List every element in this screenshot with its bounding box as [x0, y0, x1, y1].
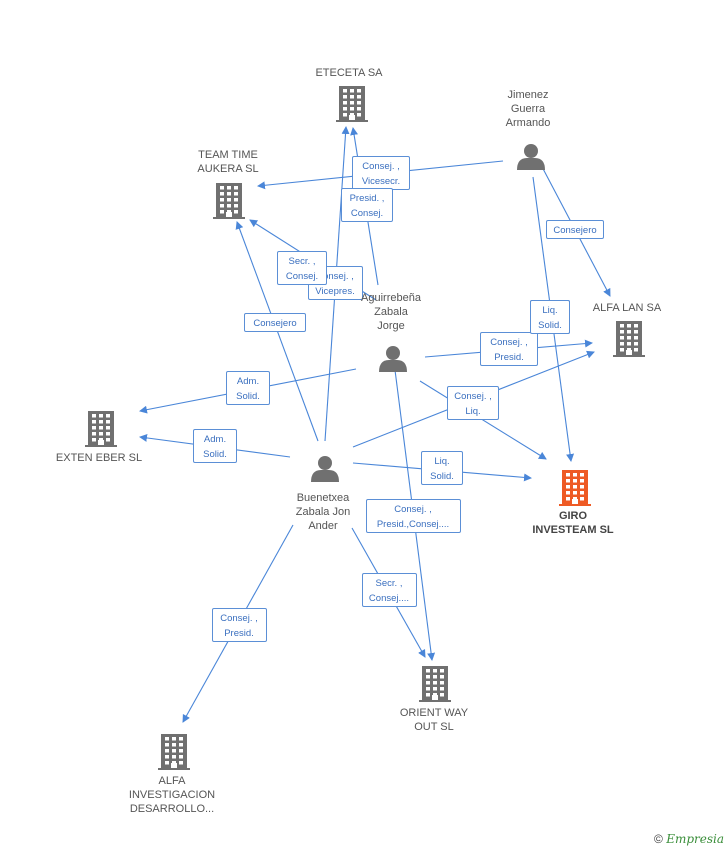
person-icon-buenetxea[interactable] [311, 456, 339, 482]
node-label-orientway[interactable]: ORIENT WAY OUT SL [399, 707, 469, 733]
footer-brand: © Empresia [654, 832, 724, 846]
brand-logo-text: Empresia [666, 832, 724, 846]
node-label-eteceta[interactable]: ETECETA SA [315, 67, 383, 79]
edge-label[interactable]: Consej. , Presid. [480, 332, 538, 366]
edge-label[interactable]: Secr. , Consej. [277, 251, 327, 285]
building-icon-giro[interactable] [559, 470, 591, 506]
edge-label[interactable]: Adm. Solid. [226, 371, 270, 405]
building-icon-orientway[interactable] [419, 666, 451, 702]
building-icon-alfainv[interactable] [158, 734, 190, 770]
edge-label[interactable]: Presid. , Consej. [341, 188, 393, 222]
person-icon-jimenez[interactable] [517, 144, 545, 170]
edge-label[interactable]: Consej. , Presid.,Consej.... [365, 499, 461, 533]
nodes-layer [85, 86, 645, 770]
building-icon-alfalan[interactable] [613, 321, 645, 357]
node-label-alfainv[interactable]: ALFA INVESTIGACION DESARROLLO... [128, 775, 216, 815]
node-label-alfalan[interactable]: ALFA LAN SA [592, 302, 662, 314]
edge-label[interactable]: Consejero [546, 219, 604, 239]
building-icon-teamtime[interactable] [213, 183, 245, 219]
edge-buenetxea-teamtime [235, 221, 319, 442]
copyright-symbol: © [654, 832, 663, 846]
node-label-exteneber[interactable]: EXTEN EBER SL [55, 452, 143, 464]
edge-label[interactable]: Adm. Solid. [193, 429, 237, 463]
building-icon-exteneber[interactable] [85, 411, 117, 447]
node-label-buenetxea[interactable]: Buenetxea Zabala Jon Ander [295, 492, 351, 532]
node-label-aguirrebena[interactable]: Aguirrebeña Zabala Jorge [361, 292, 421, 332]
edge-label[interactable]: Consej. , Vicesecr. [352, 156, 410, 190]
building-icon-eteceta[interactable] [336, 86, 368, 122]
node-label-giro[interactable]: GIRO INVESTEAM SL [532, 510, 614, 536]
edge-label[interactable]: Consejero [244, 312, 306, 332]
node-label-teamtime[interactable]: TEAM TIME AUKERA SL [197, 149, 259, 175]
edge-label[interactable]: Liq. Solid. [530, 300, 570, 334]
person-icon-aguirrebena[interactable] [379, 346, 407, 372]
edge-label[interactable]: Consej. , Liq. [447, 386, 499, 420]
node-label-jimenez[interactable]: Jimenez Guerra Armando [505, 89, 551, 129]
edge-label[interactable]: Liq. Solid. [421, 451, 463, 485]
edge-label[interactable]: Secr. , Consej.... [361, 573, 417, 607]
edge-aguirrebena-giro [419, 380, 547, 460]
edge-label[interactable]: Consej. , Presid. [211, 608, 267, 642]
